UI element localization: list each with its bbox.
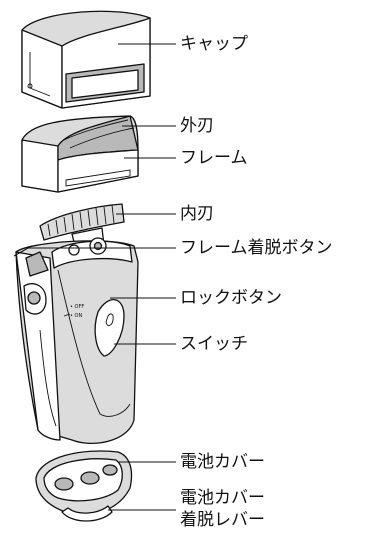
frame-label: フレーム: [180, 148, 248, 168]
frame-release-button-label: フレーム着脱ボタン: [180, 238, 333, 258]
switch-off-mark: • OFF: [70, 304, 85, 310]
switch-on-mark: • ON: [70, 313, 83, 319]
battery-release-label-line1: 電池カバー: [180, 488, 265, 508]
outer-blade-label: 外刃: [180, 116, 214, 136]
outer-blade-frame-illustration: [21, 115, 139, 193]
battery-cover-label: 電池カバー: [180, 452, 265, 472]
battery-release-label-line2: 着脱レバー: [180, 510, 265, 530]
cap-illustration: [21, 10, 151, 109]
battery-cover-illustration: [35, 450, 133, 522]
shaver-body-illustration: [15, 237, 139, 444]
switch-label: スイッチ: [180, 334, 248, 354]
lock-button-label: ロックボタン: [180, 288, 282, 308]
frame-release-leader-a: [13, 247, 29, 257]
cap-label: キャップ: [180, 34, 248, 54]
inner-blade-label: 内刃: [180, 204, 214, 224]
